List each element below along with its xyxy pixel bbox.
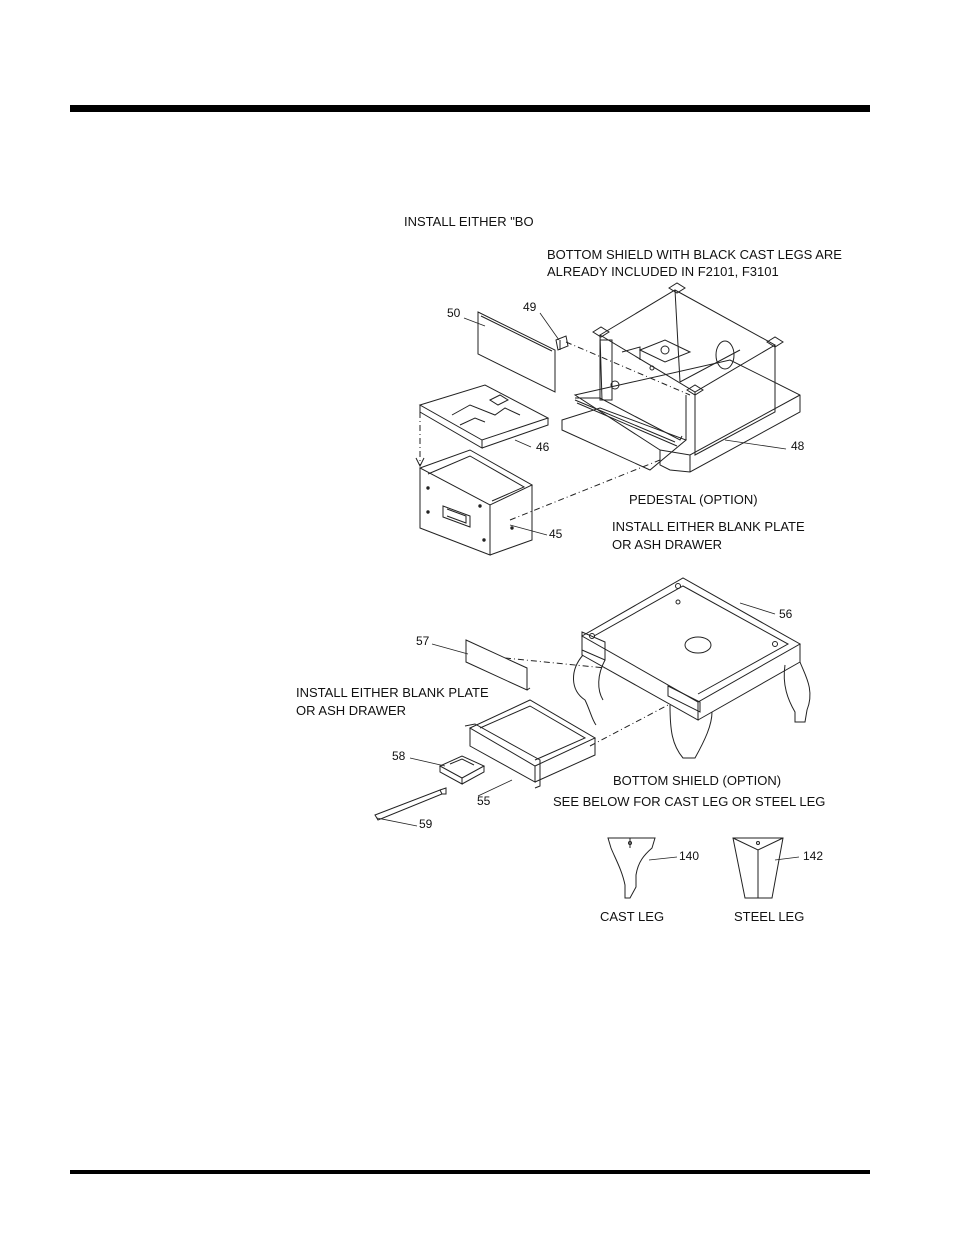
bottom-rule [70, 1170, 870, 1174]
pedestal-front-channel [562, 340, 686, 470]
blank-plate-57 [466, 640, 530, 690]
part-number-56: 56 [779, 607, 793, 621]
note-install-either-lower-line2: OR ASH DRAWER [296, 703, 407, 718]
part-number-59: 59 [419, 817, 433, 831]
ash-drawer-45 [420, 450, 532, 555]
blank-plate-50 [478, 312, 555, 392]
note-install-either-lower-line1: INSTALL EITHER BLANK PLATE [296, 685, 489, 700]
shield-cast-legs [573, 655, 810, 758]
part-number-48: 48 [791, 439, 805, 453]
part-number-140: 140 [679, 849, 700, 863]
note-pedestal-option: PEDESTAL (OPTION) [629, 492, 758, 507]
clip-49 [556, 336, 568, 350]
label-cast-leg: CAST LEG [600, 909, 665, 924]
note-bottom-shield-line1: BOTTOM SHIELD WITH BLACK CAST LEGS ARE [547, 247, 842, 262]
note-bottom-shield-option: BOTTOM SHIELD (OPTION) [613, 773, 782, 788]
steel-leg-142 [733, 838, 783, 898]
part-number-50: 50 [447, 306, 461, 320]
note-install-either-truncated: INSTALL EITHER "BO [404, 214, 534, 229]
assembly-arrows-upper [420, 342, 690, 520]
part-number-46: 46 [536, 440, 550, 454]
arrow-head-down [416, 458, 424, 466]
rod-59 [375, 788, 446, 820]
label-steel-leg: STEEL LEG [734, 909, 805, 924]
top-rule [70, 105, 870, 112]
note-see-below: SEE BELOW FOR CAST LEG OR STEEL LEG [553, 794, 826, 809]
latch-58 [440, 756, 484, 784]
part-number-142: 142 [803, 849, 824, 863]
part-number-57: 57 [416, 634, 430, 648]
bottom-shield-56 [582, 578, 800, 720]
part-number-55: 55 [477, 794, 491, 808]
assembly-arrows-lower [505, 658, 668, 746]
part-number-49: 49 [523, 300, 537, 314]
drawer-cover-46 [420, 385, 548, 448]
part-number-58: 58 [392, 749, 406, 763]
note-install-either-upper-line1: INSTALL EITHER BLANK PLATE [612, 519, 805, 534]
ash-drawer-55 [465, 700, 595, 788]
cast-leg-140 [608, 838, 655, 898]
leader-lines [377, 313, 799, 860]
note-bottom-shield-line2: ALREADY INCLUDED IN F2101, F3101 [547, 264, 779, 279]
part-number-45: 45 [549, 527, 563, 541]
note-install-either-upper-line2: OR ASH DRAWER [612, 537, 723, 552]
pedestal-base-48 [575, 360, 800, 472]
pedestal-box [593, 283, 783, 455]
